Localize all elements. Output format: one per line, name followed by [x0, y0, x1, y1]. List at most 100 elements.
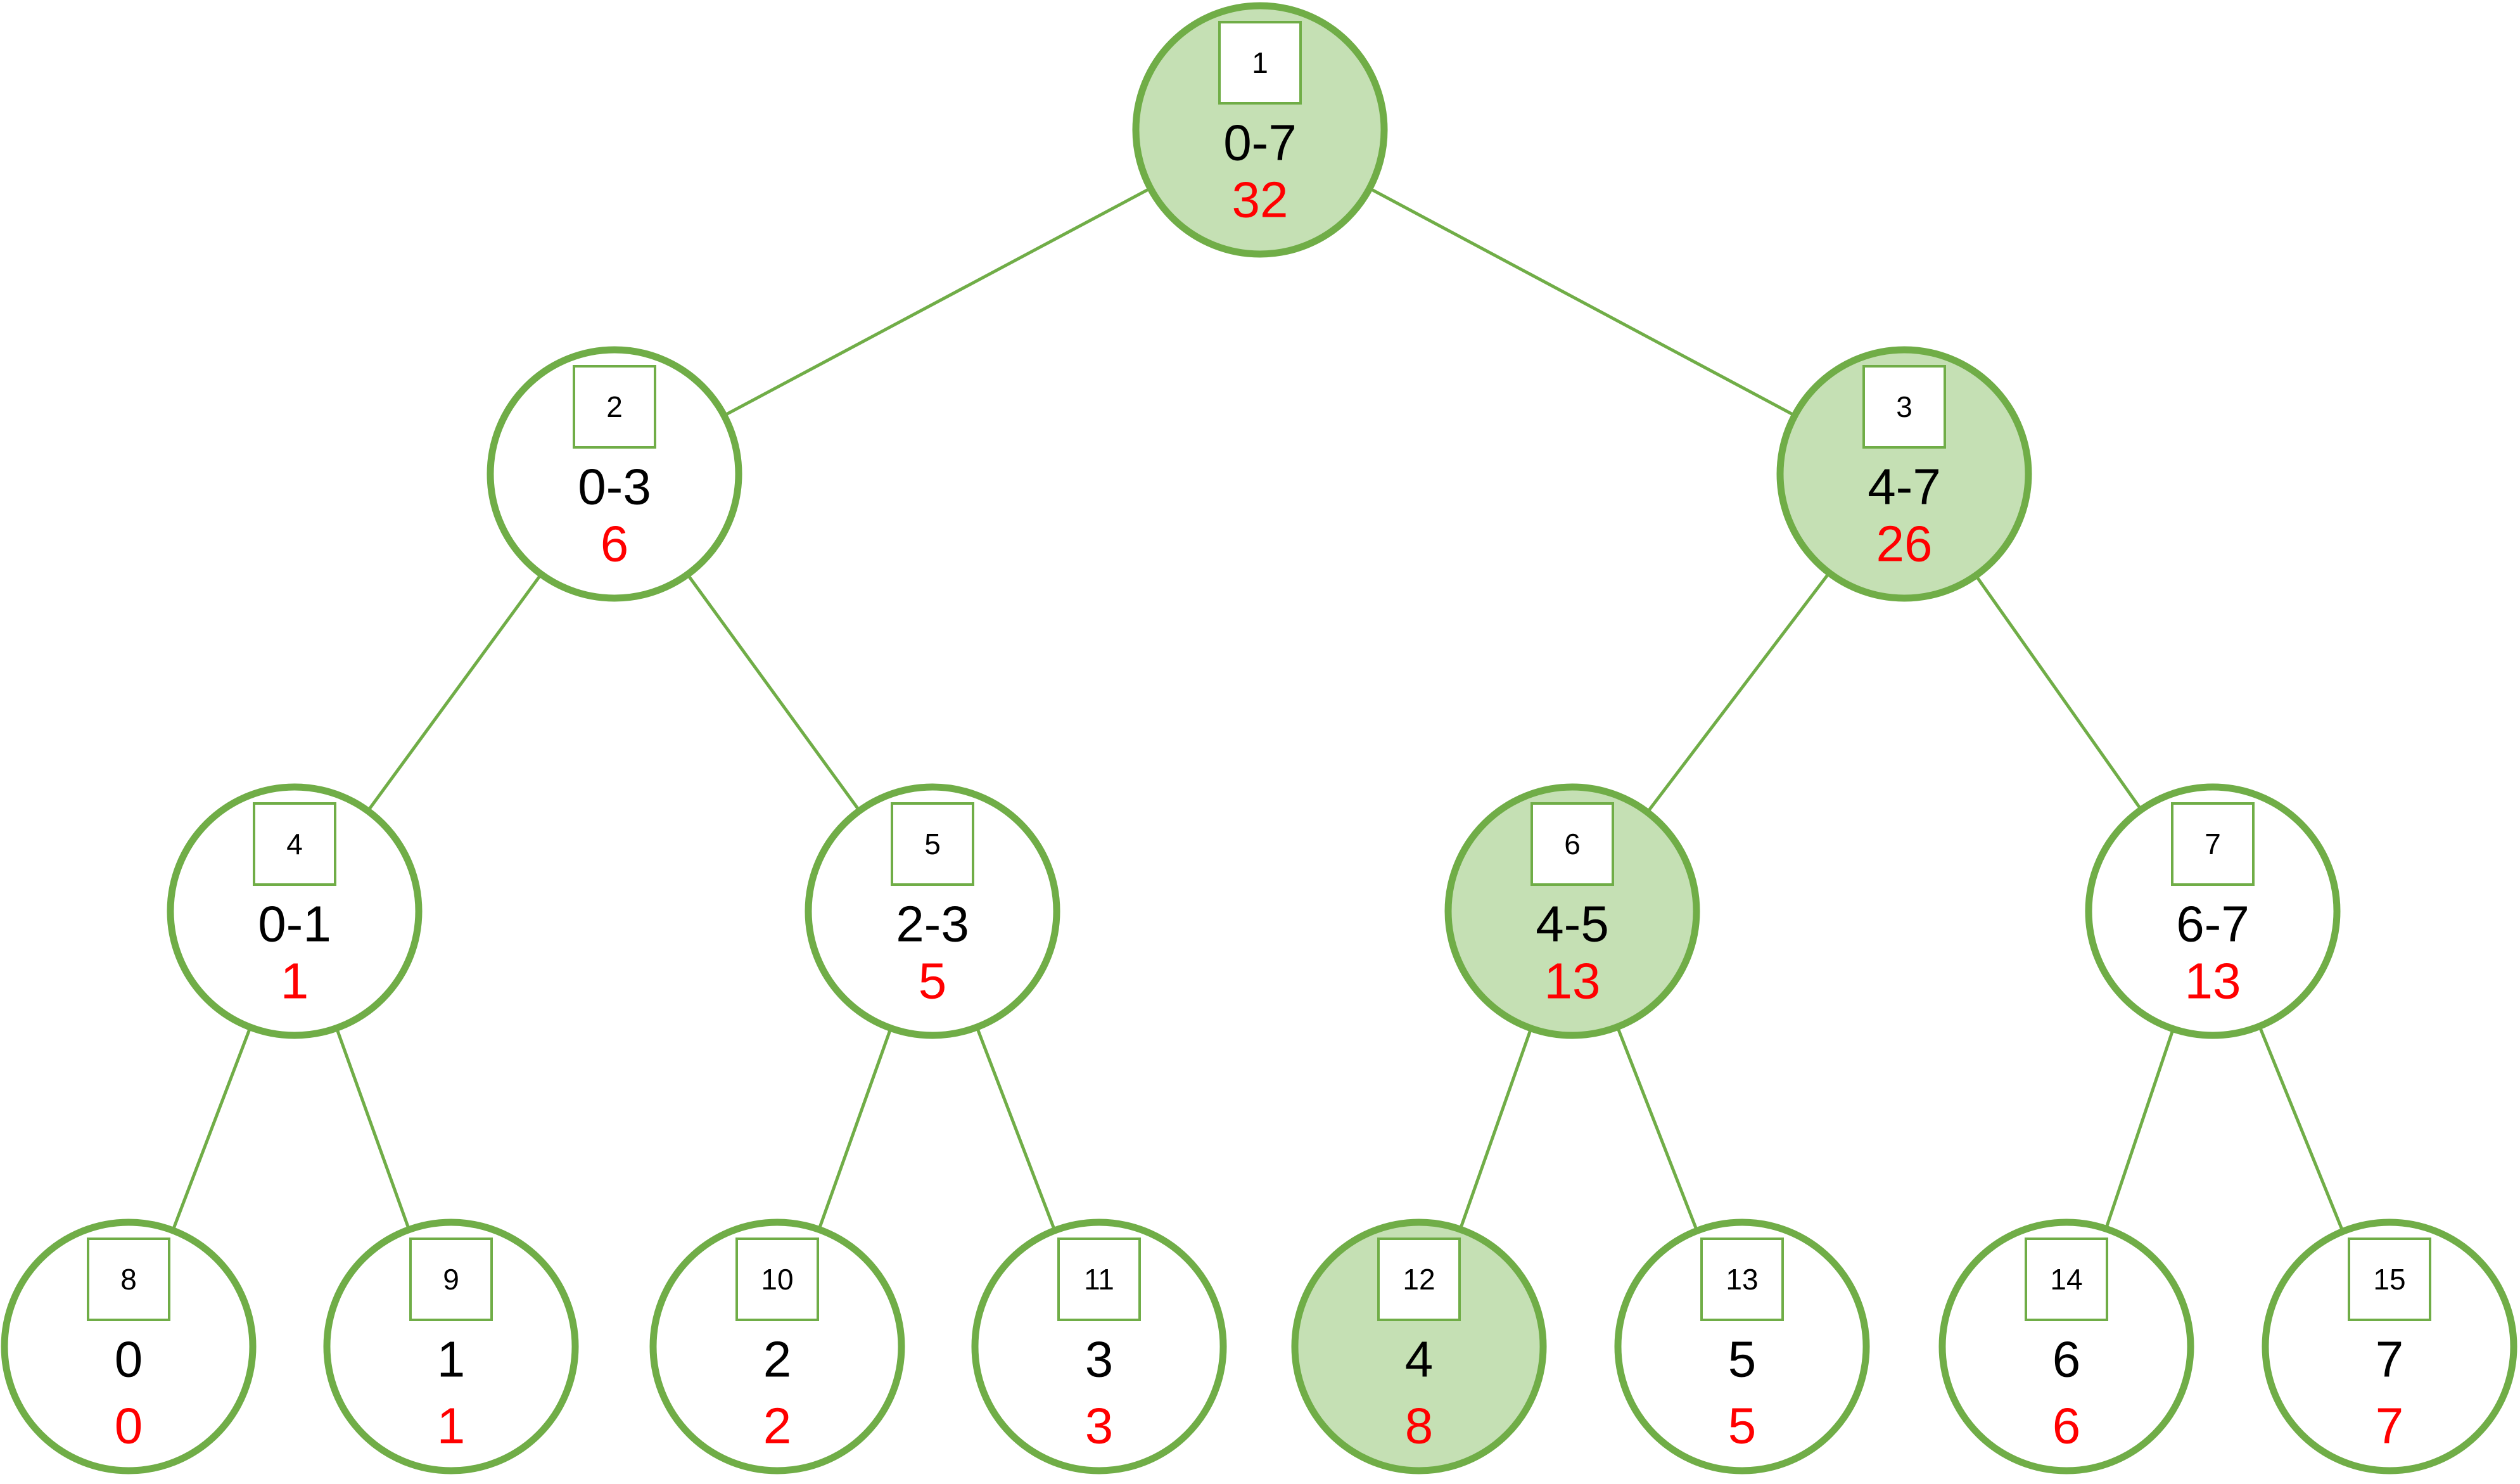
node-index-label: 10 [761, 1263, 793, 1296]
node-sum-value: 13 [1544, 953, 1601, 1009]
node-index-label: 5 [924, 828, 941, 860]
tree-node-13: 13 5 5 [1614, 1219, 1870, 1474]
node-sum-value: 2 [763, 1398, 792, 1454]
node-sum-value: 13 [2185, 953, 2241, 1009]
node-sum-value: 6 [601, 516, 629, 572]
tree-node-4: 4 0-11 [167, 783, 423, 1039]
tree-edges [171, 186, 2345, 1232]
node-index-label: 13 [1726, 1263, 1758, 1296]
node-circle [167, 783, 423, 1039]
node-range-label: 6 [2052, 1331, 2081, 1388]
node-range-label: 0-1 [258, 896, 331, 952]
node-range-label: 2 [763, 1331, 792, 1388]
node-circle [805, 783, 1060, 1039]
node-index-box [1700, 1238, 1784, 1321]
tree-edge-6-13 [1615, 1026, 1699, 1232]
node-index-label: 7 [2205, 828, 2221, 860]
tree-edge-1-3 [1368, 187, 1796, 417]
tree-node-12: 12 4 8 [1291, 1219, 1547, 1474]
node-index-label: 4 [286, 828, 303, 860]
node-index-label: 9 [443, 1263, 459, 1296]
tree-node-5: 52-35 [805, 783, 1060, 1039]
node-index-box [1218, 21, 1302, 105]
tree-edge-7-15 [2258, 1025, 2345, 1232]
node-index-label: 6 [1564, 828, 1581, 860]
node-index-box [735, 1238, 819, 1321]
node-range-label: 0-7 [1223, 115, 1297, 171]
node-index-label: 14 [2050, 1263, 2082, 1296]
node-circle [1, 1219, 257, 1474]
tree-node-8: 800 [1, 1219, 257, 1474]
node-circle [2262, 1219, 2517, 1474]
node-range-label: 4-5 [1536, 896, 1609, 952]
node-range-label: 4 [1405, 1331, 1434, 1388]
tree-node-11: 11 3 3 [971, 1219, 1227, 1474]
node-index-box [409, 1238, 493, 1321]
node-circle [1444, 783, 1700, 1039]
node-circle [1938, 1219, 2194, 1474]
node-circle [1132, 2, 1388, 258]
node-index-box [1862, 365, 1946, 449]
node-index-label: 15 [2373, 1263, 2405, 1296]
tree-edge-3-7 [1974, 574, 2143, 811]
tree-edge-4-8 [171, 1027, 252, 1231]
node-sum-value: 0 [115, 1398, 143, 1454]
node-index-label: 12 [1403, 1263, 1435, 1296]
tree-node-10: 10 2 2 [649, 1219, 905, 1474]
node-sum-value: 1 [437, 1398, 466, 1454]
tree-node-2: 2 0-36 [487, 346, 742, 602]
tree-node-6: 6 4-513 [1444, 783, 1700, 1039]
tree-node-9: 9 1 1 [323, 1219, 579, 1474]
node-range-label: 6-7 [2176, 896, 2250, 952]
node-index-box [1530, 802, 1614, 886]
tree-edge-7-14 [2104, 1028, 2175, 1230]
node-range-label: 1 [437, 1331, 466, 1388]
node-sum-value: 5 [1728, 1398, 1757, 1454]
node-index-box [1057, 1238, 1141, 1321]
tree-edge-5-11 [975, 1027, 1057, 1231]
node-range-label: 3 [1085, 1331, 1114, 1388]
tree-edge-2-5 [686, 573, 861, 812]
node-index-label: 3 [1896, 390, 1912, 423]
node-index-label: 2 [606, 390, 623, 423]
node-index-box [891, 802, 974, 886]
node-circle [1614, 1219, 1870, 1474]
node-range-label: 0-3 [578, 459, 651, 515]
node-range-label: 5 [1728, 1331, 1757, 1388]
node-index-label: 1 [1252, 46, 1268, 79]
tree-edge-5-10 [817, 1027, 893, 1231]
node-index-box [253, 802, 336, 886]
tree-edge-6-12 [1458, 1028, 1533, 1230]
tree-node-14: 14 6 6 [1938, 1219, 2194, 1474]
node-sum-value: 6 [2052, 1398, 2081, 1454]
node-index-box [573, 365, 656, 449]
node-sum-value: 26 [1876, 516, 1933, 572]
node-circle [649, 1219, 905, 1474]
node-index-box [2025, 1238, 2108, 1321]
node-sum-value: 8 [1405, 1398, 1434, 1454]
tree-node-3: 3 4-726 [1776, 346, 2032, 602]
node-range-label: 4-7 [1868, 459, 1941, 515]
node-index-box [2171, 802, 2255, 886]
node-sum-value: 1 [281, 953, 309, 1009]
tree-edge-3-6 [1646, 572, 1831, 814]
node-index-box [1377, 1238, 1461, 1321]
node-circle [1291, 1219, 1547, 1474]
node-range-label: 7 [2376, 1331, 2404, 1388]
node-circle [1776, 346, 2032, 602]
tree-edge-2-4 [366, 573, 543, 812]
node-circle [487, 346, 742, 602]
tree-edge-1-2 [723, 186, 1152, 418]
node-index-box [2348, 1238, 2431, 1321]
node-sum-value: 3 [1085, 1398, 1114, 1454]
tree-edge-4-9 [334, 1027, 411, 1231]
node-index-box [87, 1238, 170, 1321]
node-sum-value: 32 [1232, 172, 1289, 228]
node-circle [971, 1219, 1227, 1474]
node-circle [2085, 783, 2341, 1039]
node-index-label: 11 [1084, 1263, 1114, 1296]
node-range-label: 2-3 [896, 896, 969, 952]
